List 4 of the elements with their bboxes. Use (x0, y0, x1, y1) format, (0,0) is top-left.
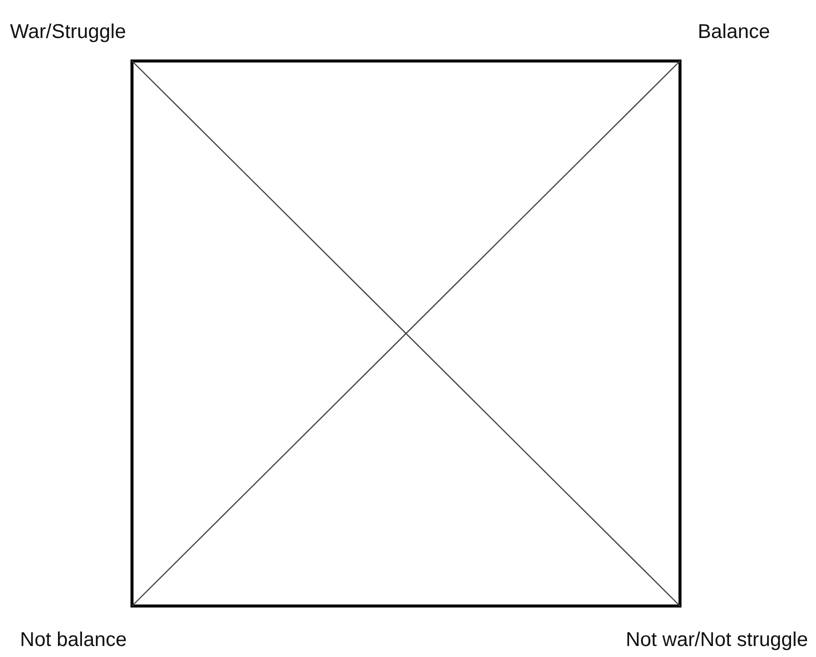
corner-label: Balance (698, 20, 770, 44)
corner-label: War/Struggle (10, 20, 126, 44)
corner-label: Not war/Not struggle (626, 628, 808, 652)
corner-label: Not balance (20, 628, 127, 652)
